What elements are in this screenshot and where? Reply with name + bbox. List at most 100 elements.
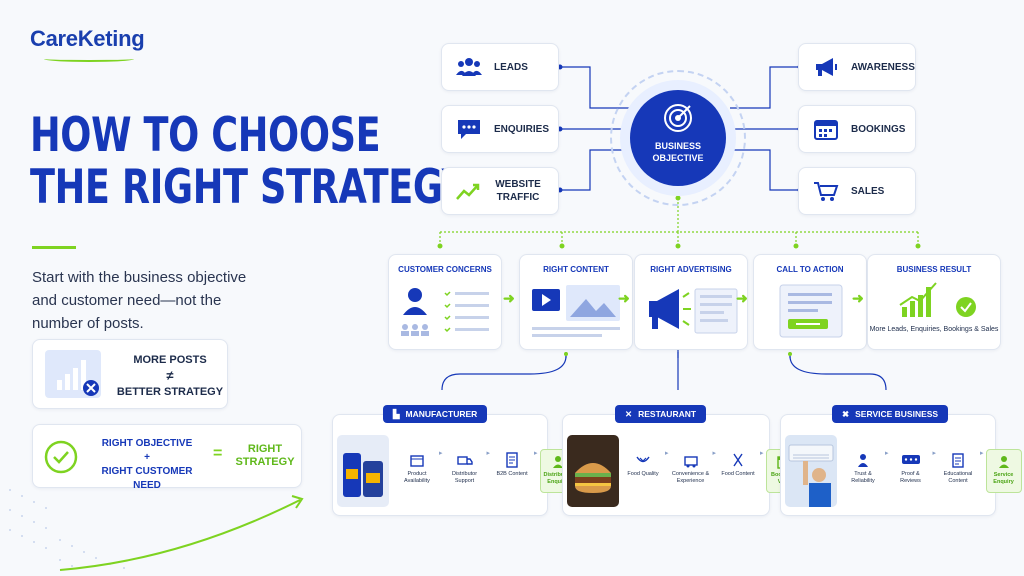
- formula-line-1: RIGHT OBJECTIVE: [101, 438, 193, 449]
- arrow-right-icon: ➜: [736, 290, 748, 306]
- flow-label: Trust & Reliability: [851, 471, 875, 484]
- flow-outcome: Service Enquiry: [985, 449, 1022, 493]
- business-objective-hub: BUSINESS OBJECTIVE: [630, 90, 726, 186]
- chat-icon: [456, 116, 482, 142]
- business-tag-restaurant: ✕ RESTAURANT: [615, 405, 707, 423]
- flow-step: B2B Content: [492, 449, 532, 478]
- cart-icon: [813, 178, 839, 204]
- flow-label: B2B Content: [496, 471, 528, 477]
- title-line-1: HOW TO CHOOSE: [30, 108, 381, 163]
- business-card-service: Trust & Reliability ▸ Proof & Reviews ▸ …: [780, 414, 1022, 516]
- tag-label: RESTAURANT: [638, 409, 697, 419]
- megaphone-icon: [813, 54, 839, 80]
- posts-line-1: MORE POSTS: [133, 354, 207, 366]
- review-stars-icon: [891, 449, 931, 471]
- step-customer-concerns: CUSTOMER CONCERNS: [388, 254, 502, 350]
- flow-step: Product Availability: [397, 449, 437, 485]
- dot-pattern: [9, 489, 304, 571]
- objective-ring: [610, 70, 746, 206]
- business-card-restaurant: Food Quality ▸ Convenience & Experience …: [562, 414, 802, 516]
- flow-label: Product Availability: [404, 471, 430, 484]
- objective-label: SALES: [851, 185, 885, 197]
- user-check-icon: [987, 452, 1021, 472]
- title-line-2: THE RIGHT STRATEGY: [30, 160, 468, 215]
- flow-step: Trust & Reliability: [843, 449, 883, 485]
- brand-logo: CareKeting: [30, 26, 145, 51]
- step-call-to-action: CALL TO ACTION: [753, 254, 867, 350]
- truck-icon: [445, 449, 485, 471]
- flow-step: Food Quality: [623, 449, 663, 478]
- hub-label: BUSINESS OBJECTIVE: [652, 141, 704, 163]
- people-icon: [456, 54, 482, 80]
- objective-label: LEADS: [494, 61, 528, 73]
- business-card-manufacturer: Product Availability ▸ Distributor Suppo…: [332, 414, 576, 516]
- more-posts-card: MORE POSTS ≠ BETTER STRATEGY: [32, 339, 228, 409]
- not-equal-symbol: ≠: [166, 368, 174, 383]
- service-photo: [785, 435, 837, 507]
- business-tag-manufacturer: ▙ MANUFACTURER: [383, 405, 488, 423]
- flow-arrow-icon: ▸: [760, 450, 764, 457]
- step-right-content: RIGHT CONTENT: [519, 254, 633, 350]
- page-title: HOW TO CHOOSE THE RIGHT STRATEGY: [30, 108, 468, 215]
- objective-awareness: AWARENESS: [798, 43, 916, 91]
- calendar-icon: [813, 116, 839, 142]
- flow-step: Educational Content: [938, 449, 978, 485]
- posts-statement: MORE POSTS ≠ BETTER STRATEGY: [115, 352, 225, 400]
- technician-icon: [843, 449, 883, 471]
- logo-swoosh: [44, 56, 134, 62]
- objective-sales: SALES: [798, 167, 916, 215]
- formula-inputs: RIGHT OBJECTIVE + RIGHT CUSTOMER NEED: [91, 437, 203, 493]
- manufacturer-flow: Product Availability ▸ Distributor Suppo…: [397, 449, 576, 493]
- business-connectors: [441, 350, 887, 391]
- advertising-icon: [649, 288, 738, 334]
- flow-step: Distributor Support: [445, 449, 485, 485]
- objective-bookings: BOOKINGS: [798, 105, 916, 153]
- step-title: RIGHT CONTENT: [543, 265, 609, 274]
- outcome-label: Service Enquiry: [993, 472, 1014, 485]
- tag-label: SERVICE BUSINESS: [855, 409, 939, 419]
- service-flow: Trust & Reliability ▸ Proof & Reviews ▸ …: [843, 449, 1022, 493]
- flow-arrow-icon: ▸: [885, 450, 889, 457]
- box-icon: [397, 449, 437, 471]
- flow-label: Educational Content: [943, 471, 973, 484]
- factory-icon: ▙: [393, 408, 400, 419]
- step-right-advertising: RIGHT ADVERTISING: [634, 254, 748, 350]
- fork-knife-icon: ✕: [625, 408, 633, 419]
- objective-enquiries: ENQUIRIES: [441, 105, 559, 153]
- formula-result: RIGHT STRATEGY: [235, 443, 295, 468]
- step-business-result: BUSINESS RESULT More Leads, Enquiries, B…: [867, 254, 1001, 350]
- clipboard-icon: [938, 449, 978, 471]
- flow-arrow-icon: ▸: [980, 450, 984, 457]
- formula-plus: +: [144, 452, 150, 463]
- objective-leads: LEADS: [441, 43, 559, 91]
- step-title: RIGHT ADVERTISING: [650, 265, 732, 274]
- formula-equals: =: [213, 445, 223, 462]
- delivery-icon: [671, 449, 711, 471]
- call-to-action-icon: [779, 284, 843, 338]
- growth-chart-icon: [899, 282, 976, 317]
- arrow-right-icon: ➜: [503, 290, 515, 306]
- flow-arrow-icon: ▸: [932, 450, 937, 457]
- flow-label: Distributor Support: [451, 471, 478, 484]
- flow-label: Food Content: [721, 471, 755, 477]
- flow-arrow-icon: ▸: [439, 450, 443, 457]
- formula-line-2: RIGHT CUSTOMER NEED: [101, 466, 193, 491]
- arrow-right-icon: ➜: [852, 290, 864, 306]
- step-title: BUSINESS RESULT: [896, 265, 972, 274]
- formula-card: RIGHT OBJECTIVE + RIGHT CUSTOMER NEED = …: [32, 424, 302, 491]
- taste-icon: [623, 449, 663, 471]
- flow-arrow-icon: ▸: [534, 450, 538, 457]
- document-icon: [492, 449, 532, 471]
- restaurant-flow: Food Quality ▸ Convenience & Experience …: [623, 449, 802, 493]
- tag-label: MANUFACTURER: [405, 409, 478, 419]
- arrow-right-icon: ➜: [618, 290, 630, 306]
- flow-label: Proof & Reviews: [900, 471, 921, 484]
- flow-arrow-icon: ▸: [712, 450, 717, 457]
- flow-step: Proof & Reviews: [891, 449, 931, 485]
- posts-line-2: BETTER STRATEGY: [116, 386, 224, 398]
- content-icon: [532, 285, 620, 337]
- product-photo: [337, 435, 389, 507]
- customer-icon: [401, 288, 489, 336]
- cutlery-icon: [718, 449, 758, 471]
- objective-label: BOOKINGS: [851, 123, 906, 135]
